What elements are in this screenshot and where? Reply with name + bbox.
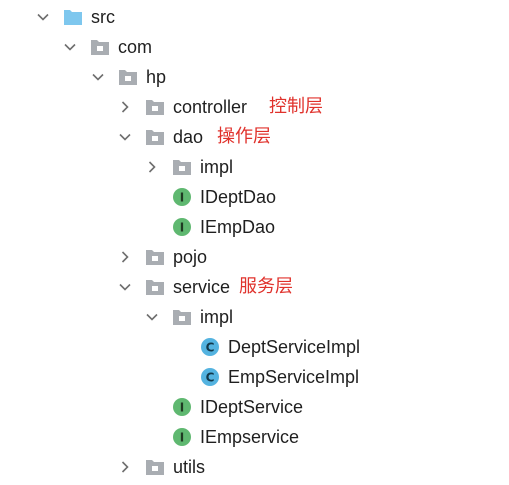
tree-node-iempdao[interactable]: I IEmpDao bbox=[0, 212, 509, 242]
tree-node-label: DeptServiceImpl bbox=[228, 337, 361, 357]
class-icon: C bbox=[200, 367, 220, 387]
interface-icon: I bbox=[172, 187, 192, 207]
tree-node-label: com bbox=[118, 37, 153, 57]
chevron-down-icon[interactable] bbox=[63, 40, 77, 54]
chevron-down-icon[interactable] bbox=[118, 280, 132, 294]
tree-node-dao[interactable]: dao 操作层 bbox=[0, 122, 509, 152]
tree-node-label: controller bbox=[173, 97, 248, 117]
tree-node-iempservice[interactable]: I IEmpservice bbox=[0, 422, 509, 452]
layer-annotation: 操作层 bbox=[217, 126, 271, 147]
layer-annotation: 服务层 bbox=[239, 276, 293, 297]
chevron-down-icon[interactable] bbox=[36, 10, 50, 24]
tree-node-pojo[interactable]: pojo bbox=[0, 242, 509, 272]
class-icon: C bbox=[200, 337, 220, 357]
tree-node-label: service bbox=[173, 277, 231, 297]
package-folder-icon bbox=[145, 457, 165, 477]
tree-node-empserviceimpl[interactable]: C EmpServiceImpl bbox=[0, 362, 509, 392]
tree-node-label: IEmpDao bbox=[200, 217, 276, 237]
interface-icon: I bbox=[172, 397, 192, 417]
tree-node-hp[interactable]: hp bbox=[0, 62, 509, 92]
tree-node-label: impl bbox=[200, 157, 234, 177]
tree-node-src[interactable]: src bbox=[0, 2, 509, 32]
svg-text:C: C bbox=[206, 371, 215, 385]
chevron-right-icon[interactable] bbox=[118, 460, 132, 474]
package-folder-icon bbox=[90, 37, 110, 57]
tree-node-controller[interactable]: controller 控制层 bbox=[0, 92, 509, 122]
tree-node-label: utils bbox=[173, 457, 206, 477]
package-folder-icon bbox=[145, 247, 165, 267]
tree-node-label: impl bbox=[200, 307, 234, 327]
folder-blue-icon bbox=[63, 7, 83, 27]
chevron-right-icon[interactable] bbox=[118, 250, 132, 264]
tree-node-deptserviceimpl[interactable]: C DeptServiceImpl bbox=[0, 332, 509, 362]
tree-node-label: pojo bbox=[173, 247, 208, 267]
package-folder-icon bbox=[118, 67, 138, 87]
chevron-down-icon[interactable] bbox=[118, 130, 132, 144]
svg-text:I: I bbox=[180, 401, 184, 415]
tree-node-dao-impl[interactable]: impl bbox=[0, 152, 509, 182]
interface-icon: I bbox=[172, 217, 192, 237]
tree-node-label: IEmpservice bbox=[200, 427, 300, 447]
chevron-down-icon[interactable] bbox=[145, 310, 159, 324]
package-folder-icon bbox=[145, 277, 165, 297]
tree-node-service-impl[interactable]: impl bbox=[0, 302, 509, 332]
chevron-down-icon[interactable] bbox=[91, 70, 105, 84]
svg-text:I: I bbox=[180, 221, 184, 235]
tree-node-com[interactable]: com bbox=[0, 32, 509, 62]
tree-node-label: IDeptService bbox=[200, 397, 304, 417]
package-folder-icon bbox=[145, 127, 165, 147]
tree-node-ideptdao[interactable]: I IDeptDao bbox=[0, 182, 509, 212]
svg-text:I: I bbox=[180, 431, 184, 445]
package-folder-icon bbox=[172, 307, 192, 327]
interface-icon: I bbox=[172, 427, 192, 447]
layer-annotation: 控制层 bbox=[269, 96, 323, 117]
package-folder-icon bbox=[172, 157, 192, 177]
tree-node-label: hp bbox=[146, 67, 167, 87]
chevron-right-icon[interactable] bbox=[145, 160, 159, 174]
tree-node-label: IDeptDao bbox=[200, 187, 277, 207]
tree-node-service[interactable]: service 服务层 bbox=[0, 272, 509, 302]
chevron-right-icon[interactable] bbox=[118, 100, 132, 114]
tree-node-label: src bbox=[91, 7, 115, 27]
tree-node-label: EmpServiceImpl bbox=[228, 367, 360, 387]
package-folder-icon bbox=[145, 97, 165, 117]
tree-node-ideptservice[interactable]: I IDeptService bbox=[0, 392, 509, 422]
tree-node-label: dao bbox=[173, 127, 204, 147]
tree-node-utils[interactable]: utils bbox=[0, 452, 509, 482]
svg-text:I: I bbox=[180, 191, 184, 205]
svg-text:C: C bbox=[206, 341, 215, 355]
